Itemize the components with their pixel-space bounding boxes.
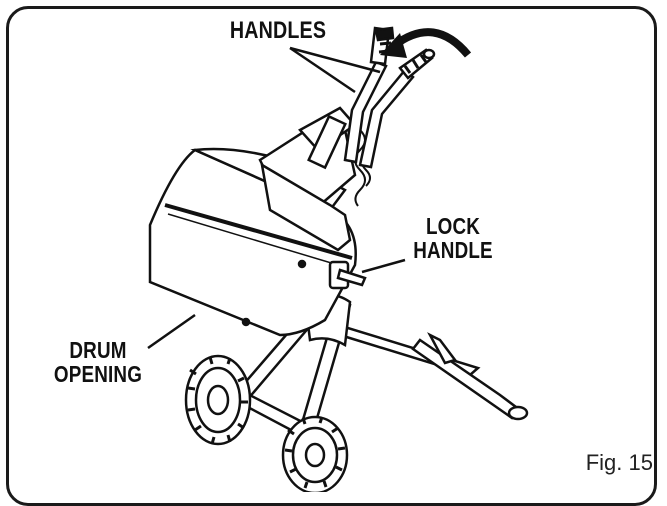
drum-label-line1: DRUM (69, 337, 127, 363)
cement-mixer-illustration (147, 26, 529, 492)
handles-label: HANDLES (229, 17, 327, 44)
leader-lines (147, 46, 406, 350)
left-wheel (184, 354, 252, 446)
figure-number: Fig. 15 (585, 450, 653, 475)
drum-opening-callout: DRUM OPENING (49, 338, 147, 386)
handles (343, 26, 436, 169)
rear-stand-leg (337, 326, 529, 421)
lock-handle (328, 260, 367, 290)
lock-label-line2: HANDLE (413, 237, 493, 264)
lock-handle-callout: LOCK HANDLE (408, 214, 498, 262)
handles-callout: HANDLES (229, 18, 327, 43)
rotation-arrow-icon (380, 28, 472, 58)
lock-label-line1: LOCK (425, 213, 481, 239)
drum-label-line2: OPENING (53, 361, 143, 388)
motor-housing (258, 106, 357, 252)
right-wheel (281, 415, 349, 492)
